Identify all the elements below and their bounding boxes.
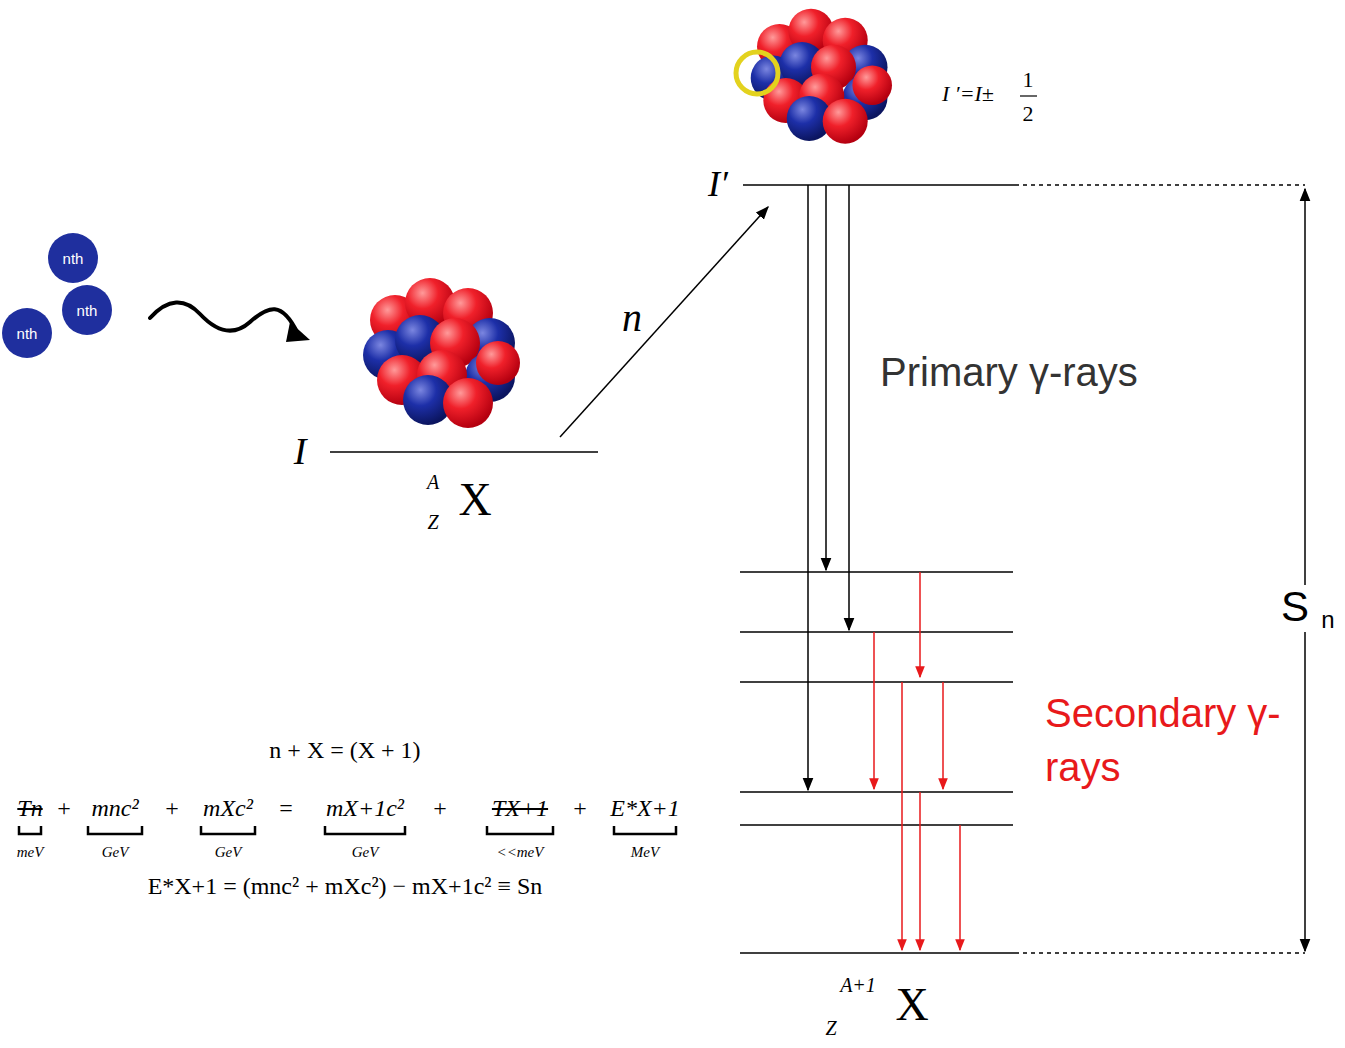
energy-scale: <<meV (497, 844, 544, 861)
equation: n + X = (X + 1) (269, 737, 420, 763)
arrow-head (286, 322, 310, 342)
spin-label: I′ (708, 165, 728, 205)
mass-number: A (427, 471, 439, 493)
primary-gamma-arrows (808, 185, 849, 790)
fraction-denominator: 2 (1023, 102, 1034, 126)
spin-rule: I ′=I± (942, 82, 994, 106)
energy-scale: meV (17, 844, 44, 861)
element-symbol: X (895, 980, 928, 1031)
mass-number: A+1 (840, 974, 876, 996)
neutron-circle: nth (2, 308, 52, 358)
separation-energy-arrow (1304, 189, 1306, 951)
energy-symbol: S (1281, 584, 1309, 630)
fraction-bar (1020, 95, 1037, 96)
energy-scale: MeV (631, 844, 659, 861)
spin-label: I (294, 431, 307, 473)
equation-term: mnc² (91, 795, 138, 821)
energy-scale: GeV (215, 844, 242, 861)
secondary-label: Secondary γ-rays (1045, 686, 1295, 794)
energy-scale: GeV (352, 844, 379, 861)
energy-scale: GeV (102, 844, 129, 861)
neutron-label: n (622, 296, 642, 340)
neutron-label: nth (77, 302, 98, 319)
primary-label: Primary γ-rays (880, 350, 1138, 394)
equation-operator: + (57, 795, 71, 821)
atomic-number: Z (825, 1017, 836, 1039)
wavy-arrow (150, 302, 298, 334)
equation-term: mX+1c² (326, 795, 404, 821)
compound-nucleus (751, 9, 892, 144)
secondary-gamma-arrows (874, 572, 960, 950)
atomic-number: Z (427, 511, 438, 533)
equation-operator: + (165, 795, 179, 821)
equation-term: TX+1 (492, 795, 548, 821)
energy-levels (740, 185, 1305, 953)
captured-neutron-ring (736, 52, 778, 94)
neutron-label: nth (17, 325, 38, 342)
neutron-label: nth (63, 250, 84, 267)
energy-subscript: n (1321, 607, 1334, 633)
neutron-circle: nth (48, 233, 98, 283)
capture-arrow (560, 207, 768, 437)
fraction-numerator: 1 (1023, 68, 1034, 92)
equation: E*X+1 = (mnc² + mXc²) − mX+1c² ≡ Sn (148, 873, 543, 899)
equation-term: E*X+1 (610, 795, 680, 821)
element-symbol: X (458, 475, 491, 526)
equation-operator: + (433, 795, 447, 821)
equation-term: Tn (17, 795, 42, 821)
equation-term: mXc² (203, 795, 253, 821)
equation-operator: = (279, 795, 293, 821)
target-nucleus (363, 278, 520, 428)
neutron-circle: nth (62, 285, 112, 335)
ground-level (330, 451, 598, 453)
equation-operator: + (573, 795, 587, 821)
underbraces (19, 826, 676, 834)
